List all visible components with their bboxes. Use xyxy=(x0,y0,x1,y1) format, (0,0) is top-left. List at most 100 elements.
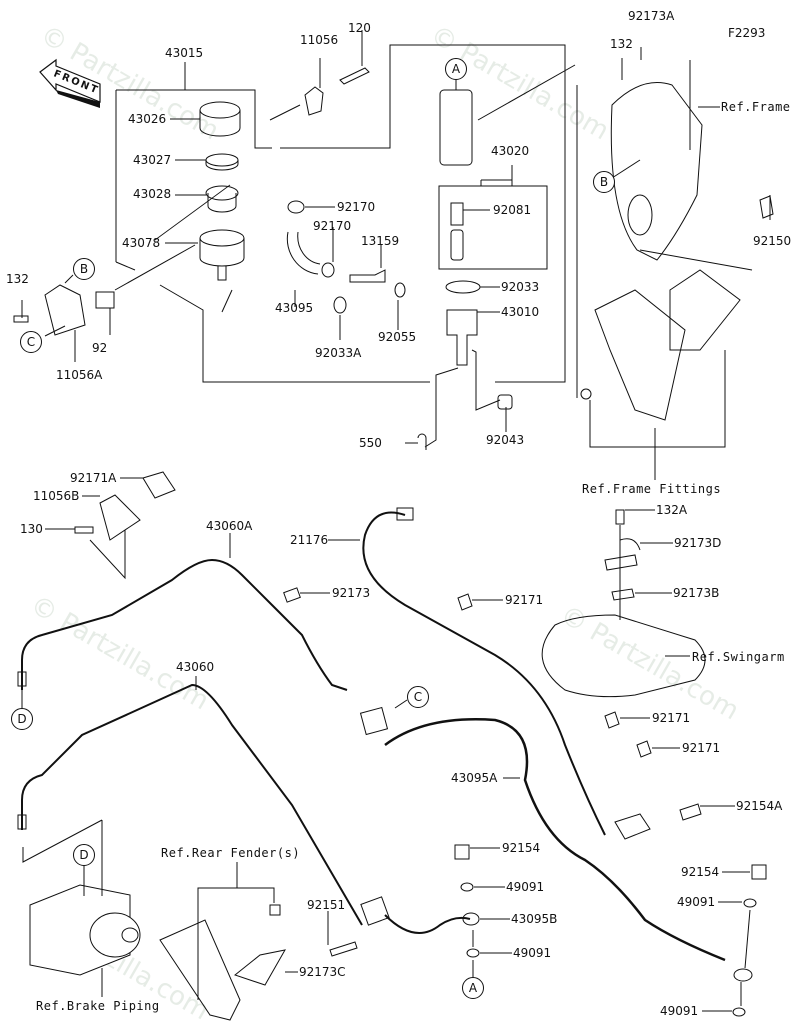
callout-b: B xyxy=(73,258,95,280)
callout-a: A xyxy=(445,58,467,80)
group-outline xyxy=(159,284,430,383)
bolt-120 xyxy=(339,67,370,85)
circlip-92033A xyxy=(333,296,347,314)
grommet-92173 xyxy=(283,587,301,603)
part-label: 43060 xyxy=(176,660,215,674)
part-label: 21176 xyxy=(290,533,329,547)
callout-a: A xyxy=(462,977,484,999)
bolt-130 xyxy=(74,526,94,534)
cotter-pin-550 xyxy=(417,433,427,450)
sensor-bracket xyxy=(614,813,651,840)
front-arrow-icon xyxy=(39,58,101,108)
rear-fender xyxy=(159,919,241,1021)
part-label: 92171 xyxy=(682,741,721,755)
part-label: 92033 xyxy=(501,280,540,294)
washer xyxy=(580,388,592,400)
collar xyxy=(95,291,115,309)
part-label: 49091 xyxy=(506,880,545,894)
ref-frame-fittings-label: Ref.Frame Fittings xyxy=(582,482,722,496)
part-label: 92154 xyxy=(502,841,541,855)
brake-hose-43095A xyxy=(384,718,726,962)
ref-rear-fender-label: Ref.Rear Fender(s) xyxy=(161,846,301,860)
part-label: 92150 xyxy=(753,234,792,248)
oring-92055 xyxy=(394,282,406,298)
bolt-92150 xyxy=(759,195,774,219)
banjo-bolt-92154 xyxy=(751,864,767,880)
ref-frame-label: Ref.Frame xyxy=(721,100,791,114)
clamp-92173D xyxy=(604,538,641,571)
callout-d: D xyxy=(11,708,33,730)
spring-92081 xyxy=(450,202,464,226)
part-label: 11056 xyxy=(300,33,339,47)
part-label: 120 xyxy=(348,21,371,35)
screw xyxy=(269,904,281,916)
fitting xyxy=(17,671,27,687)
banjo-bolt-92154A xyxy=(679,803,702,821)
diagram-code: F2293 xyxy=(728,26,766,40)
part-label: 92173C xyxy=(299,965,346,979)
part-label: 92154A xyxy=(736,799,783,813)
part-label: 92170 xyxy=(313,219,352,233)
clamp-92170 xyxy=(321,262,335,278)
part-label: 43015 xyxy=(165,46,204,60)
part-label: 92151 xyxy=(307,898,346,912)
part-label: 92173 xyxy=(332,586,371,600)
part-label: 92154 xyxy=(681,865,720,879)
part-label: 43060A xyxy=(206,519,253,533)
part-label: 49091 xyxy=(660,1004,699,1018)
part-label: 43027 xyxy=(133,153,172,167)
pin-92043 xyxy=(497,394,513,410)
part-label: 49091 xyxy=(513,946,552,960)
part-label: 13159 xyxy=(361,234,400,248)
callout-b: B xyxy=(593,171,615,193)
bolt-92151 xyxy=(329,941,358,957)
part-label: 92173D xyxy=(674,536,722,550)
reservoir-43078 xyxy=(199,229,245,247)
piston xyxy=(450,229,464,261)
part-label: 92173A xyxy=(628,9,675,23)
banjo-43095B xyxy=(462,912,480,926)
part-label: 132 xyxy=(610,37,633,51)
kit-box-43020 xyxy=(438,185,548,270)
fitting-13159 xyxy=(349,269,386,283)
callout-c: C xyxy=(20,331,42,353)
brake-line-43060 xyxy=(21,683,363,926)
part-label: 92170 xyxy=(337,200,376,214)
callout-c: C xyxy=(407,686,429,708)
part-label: 49091 xyxy=(677,895,716,909)
clamp-92170 xyxy=(287,200,305,214)
joint-block xyxy=(359,706,389,736)
part-label: 92171 xyxy=(652,711,691,725)
part-label: 11056B xyxy=(33,489,80,503)
part-label: 43095A xyxy=(451,771,498,785)
joint-block xyxy=(360,896,390,926)
circlip-92033 xyxy=(445,280,481,294)
part-label: 92 xyxy=(92,341,108,355)
part-label: 43028 xyxy=(133,187,172,201)
abs-sensor-lead-21176 xyxy=(362,511,606,836)
bracket-11056 xyxy=(304,86,324,116)
frame-fitting xyxy=(594,289,686,421)
swingarm xyxy=(541,614,706,698)
part-label: 92081 xyxy=(493,203,532,217)
clip-92171 xyxy=(636,740,652,758)
part-label: 550 xyxy=(359,436,382,450)
washer-49091 xyxy=(743,898,757,908)
part-label: 43095 xyxy=(275,301,314,315)
frame-bracket xyxy=(610,82,703,261)
part-label: 130 xyxy=(20,522,43,536)
part-label: 43026 xyxy=(128,112,167,126)
clip-92171 xyxy=(457,593,473,611)
part-label: 43010 xyxy=(501,305,540,319)
frame-fitting-plate xyxy=(669,269,741,351)
sensor-plug xyxy=(396,507,414,521)
bracket-11056A xyxy=(44,284,86,336)
diaphragm-plate-43027 xyxy=(205,153,239,167)
washer-49091 xyxy=(466,948,480,958)
part-label: 43095B xyxy=(511,912,558,926)
banjo-bolt-92154 xyxy=(454,844,470,860)
part-label: 132A xyxy=(656,503,688,517)
part-label: 92171A xyxy=(70,471,117,485)
ref-swingarm-label: Ref.Swingarm xyxy=(692,650,785,664)
